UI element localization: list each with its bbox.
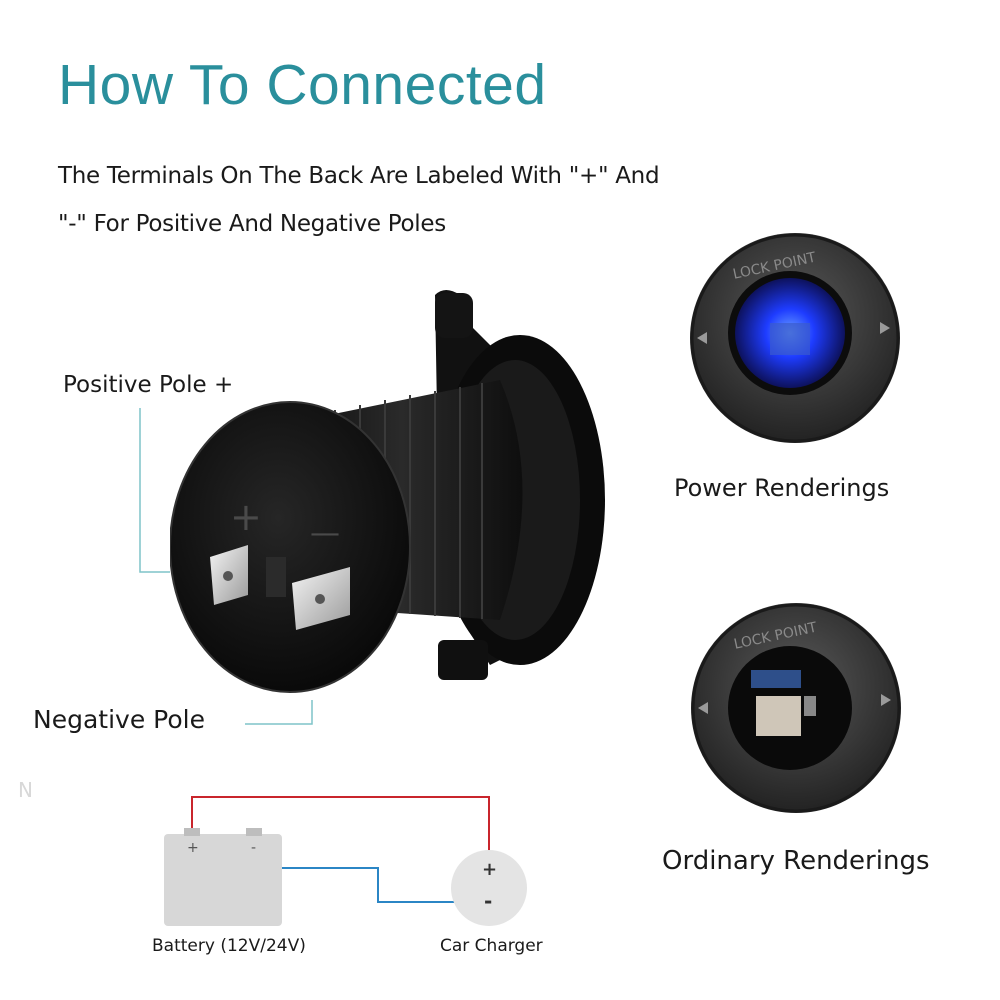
positive-leader-line — [139, 408, 170, 573]
battery-body — [164, 834, 282, 926]
power-rendering-image: LOCK POINT — [690, 233, 900, 443]
ordinary-rendering-image: LOCK POINT — [691, 603, 901, 813]
positive-wire — [191, 796, 490, 860]
socket-rear-image: + — — [170, 290, 605, 693]
ordinary-renderings-label: Ordinary Renderings — [662, 846, 930, 876]
car-charger-label: Car Charger — [440, 936, 543, 956]
watermark-letter: N — [18, 778, 33, 802]
negative-wire — [253, 830, 485, 903]
battery-plus-terminal — [184, 828, 200, 836]
power-renderings-label: Power Renderings — [674, 474, 890, 502]
socket-minus-mark: — — [310, 516, 340, 551]
subtitle-line-1: The Terminals On The Back Are Labeled Wi… — [58, 163, 660, 189]
negative-pole-label: Negative Pole — [33, 705, 205, 734]
socket-plus-mark: + — [230, 495, 262, 539]
battery-label: Battery (12V/24V) — [152, 936, 306, 956]
negative-leader-line — [245, 700, 313, 725]
battery-minus-terminal — [246, 828, 262, 836]
page-title: How To Connected — [58, 53, 547, 117]
positive-pole-label: Positive Pole + — [63, 372, 234, 398]
charger-plus-sign: + — [482, 859, 497, 880]
battery-minus-sign: - — [251, 840, 256, 856]
subtitle: The Terminals On The Back Are Labeled Wi… — [58, 152, 660, 248]
charger-minus-sign: - — [484, 889, 492, 913]
battery-plus-sign: + — [187, 840, 199, 856]
subtitle-line-2: "-" For Positive And Negative Poles — [58, 211, 446, 237]
charger-circle — [451, 850, 527, 926]
wiring-diagram: + - + - — [164, 796, 527, 926]
